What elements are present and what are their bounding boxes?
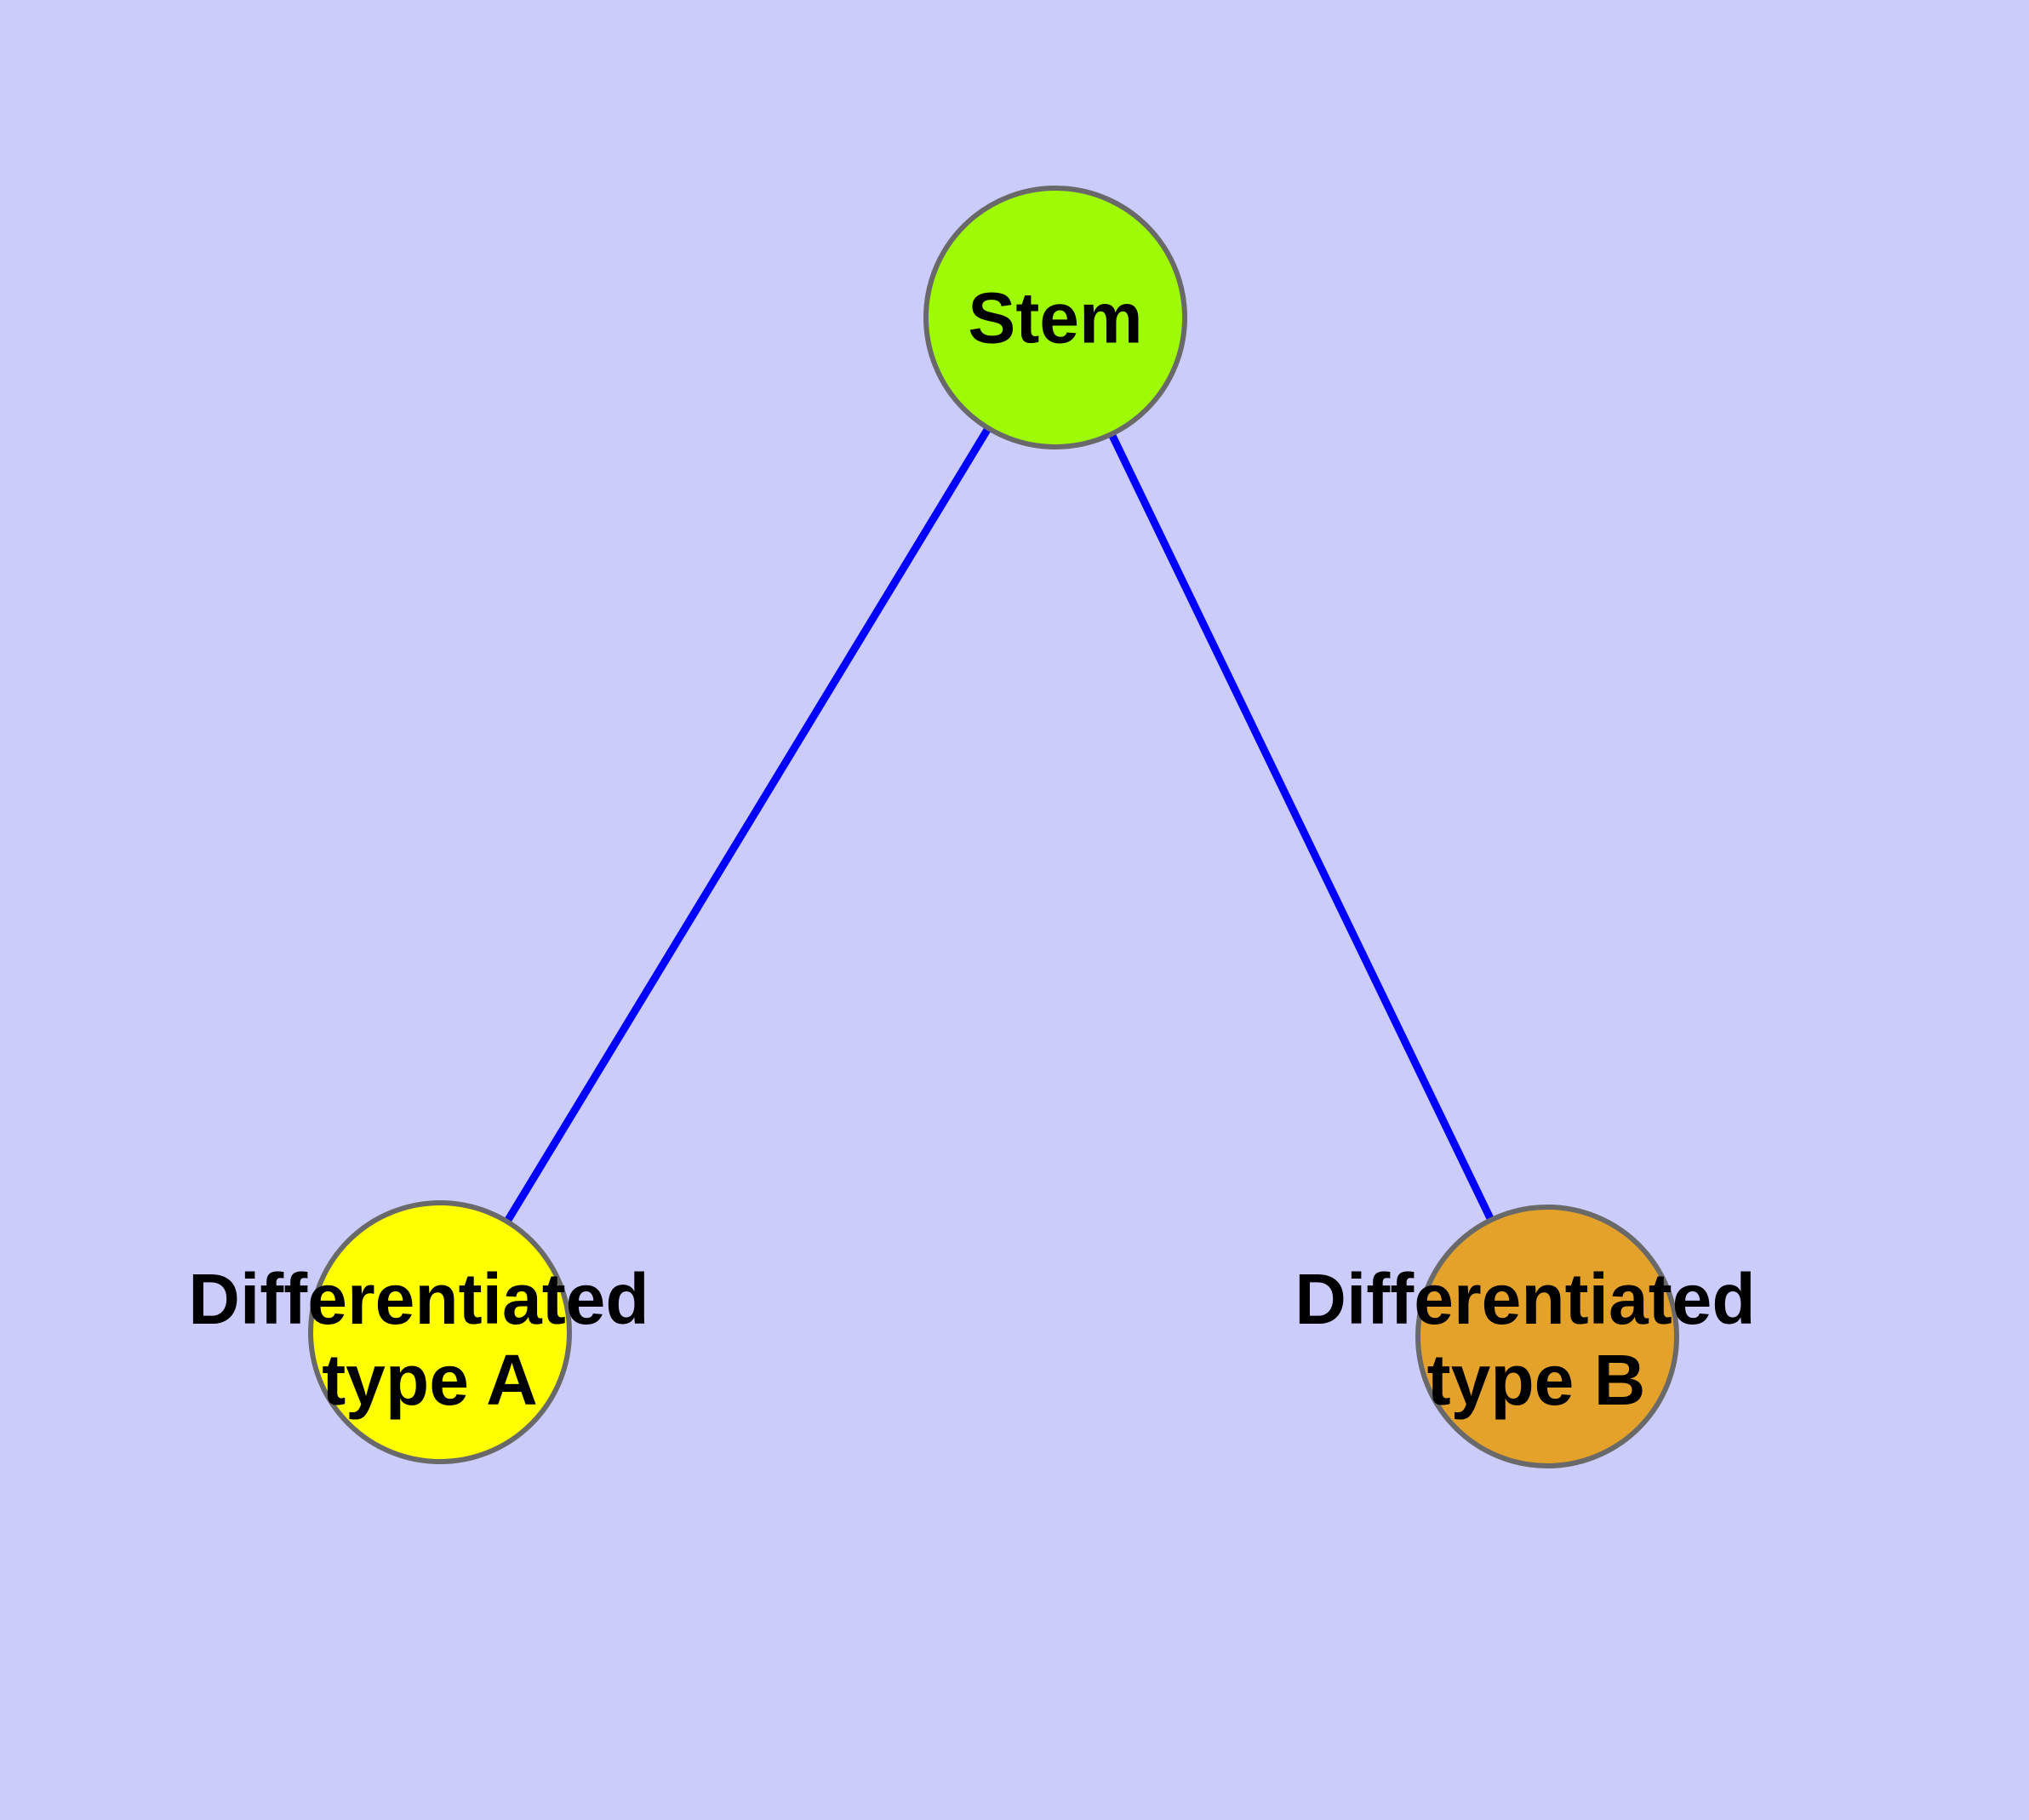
nodes-layer: Stem Differentiated type A Differentiate… bbox=[188, 186, 1756, 1468]
differentiated-b-node-circle[interactable] bbox=[1415, 1205, 1679, 1468]
edges-layer bbox=[505, 427, 1495, 1222]
differentiated-a-node-circle[interactable] bbox=[308, 1200, 572, 1464]
node-differentiated-a[interactable]: Differentiated type A bbox=[188, 1200, 649, 1464]
node-differentiated-b[interactable]: Differentiated type B bbox=[1295, 1205, 1756, 1468]
differentiated-b-label-line2: type B bbox=[1427, 1340, 1646, 1420]
edge-stem-to-differentiated-a[interactable] bbox=[505, 427, 991, 1222]
differentiated-a-label-line1: Differentiated bbox=[188, 1259, 649, 1339]
differentiated-b-label-line1: Differentiated bbox=[1295, 1259, 1755, 1339]
stem-node-circle[interactable] bbox=[923, 186, 1187, 449]
stem-node-label: Stem bbox=[968, 278, 1142, 358]
differentiated-a-label-line2: type A bbox=[322, 1340, 538, 1420]
node-stem[interactable]: Stem bbox=[923, 186, 1187, 449]
edge-stem-to-differentiated-b[interactable] bbox=[1108, 433, 1495, 1221]
